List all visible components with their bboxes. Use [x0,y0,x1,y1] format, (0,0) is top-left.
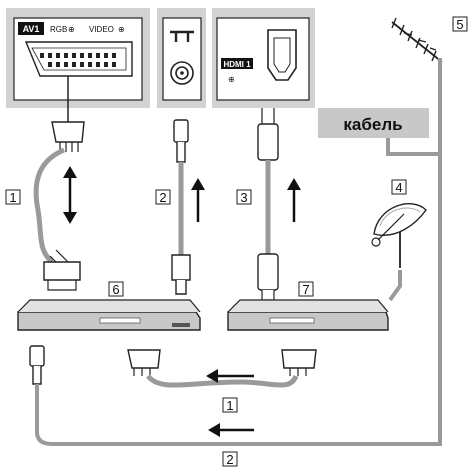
hdmi1-badge [221,58,253,69]
aerial-symbol-icon [170,30,194,42]
aerial-panel [157,8,206,108]
scart-panel: AV1 RGB ⊕ VIDEO ⊕ [6,8,150,108]
av1-badge [18,22,44,35]
svg-text:3: 3 [240,190,247,205]
arrow-left-2 [208,423,220,437]
recorder-device-6 [17,299,201,331]
callout-1: 1 [5,189,21,205]
svg-text:1: 1 [9,190,16,205]
callout-7: 7 [298,281,314,297]
callout-3: 3 [236,189,252,205]
svg-text:6: 6 [112,282,119,297]
video-label: VIDEO [89,25,114,34]
hdmi-input-icon: ⊕ [228,75,235,84]
callout-4: 4 [391,179,407,195]
callout-2: 2 [155,189,171,205]
video-input-icon: ⊕ [118,25,125,34]
rf-cable-bottom [29,154,442,446]
rgb-input-icon: ⊕ [68,25,75,34]
svg-text:1: 1 [226,398,233,413]
scart-cable-1 [33,76,85,291]
av1-label: AV1 [23,24,40,34]
callout-2-bottom: 2 [222,451,238,467]
callout-5: 5 [452,16,468,32]
double-arrow-down [63,212,77,224]
svg-text:7: 7 [302,282,309,297]
scart-cable-bottom [127,349,317,388]
svg-text:5: 5 [456,17,463,32]
receiver-device-7 [227,299,389,331]
cable-label-box: кабель [318,108,429,138]
scart-plug-bottom [43,261,81,281]
arrow-up-2 [191,178,205,190]
scart-socket-icon [24,41,133,77]
hdmi-socket-icon [267,29,297,81]
satellite-dish [371,203,427,302]
rgb-label: RGB [50,25,67,34]
callout-1-bottom: 1 [222,397,238,413]
svg-text:2: 2 [226,452,233,467]
svg-text:2: 2 [159,190,166,205]
hdmi-cable-3 [257,108,301,301]
hdmi-panel: HDMI 1 ⊕ [212,8,315,108]
rf-cable-2 [171,119,205,295]
aerial-antenna [386,17,443,156]
arrow-up-3 [287,178,301,190]
callout-6: 6 [108,281,124,297]
arrow-left-1 [206,369,218,383]
double-arrow-up [63,166,77,178]
hdmi1-label: HDMI 1 [223,60,251,69]
scart-plug-top [51,121,85,143]
svg-text:4: 4 [395,180,402,195]
cable-label: кабель [343,115,402,134]
